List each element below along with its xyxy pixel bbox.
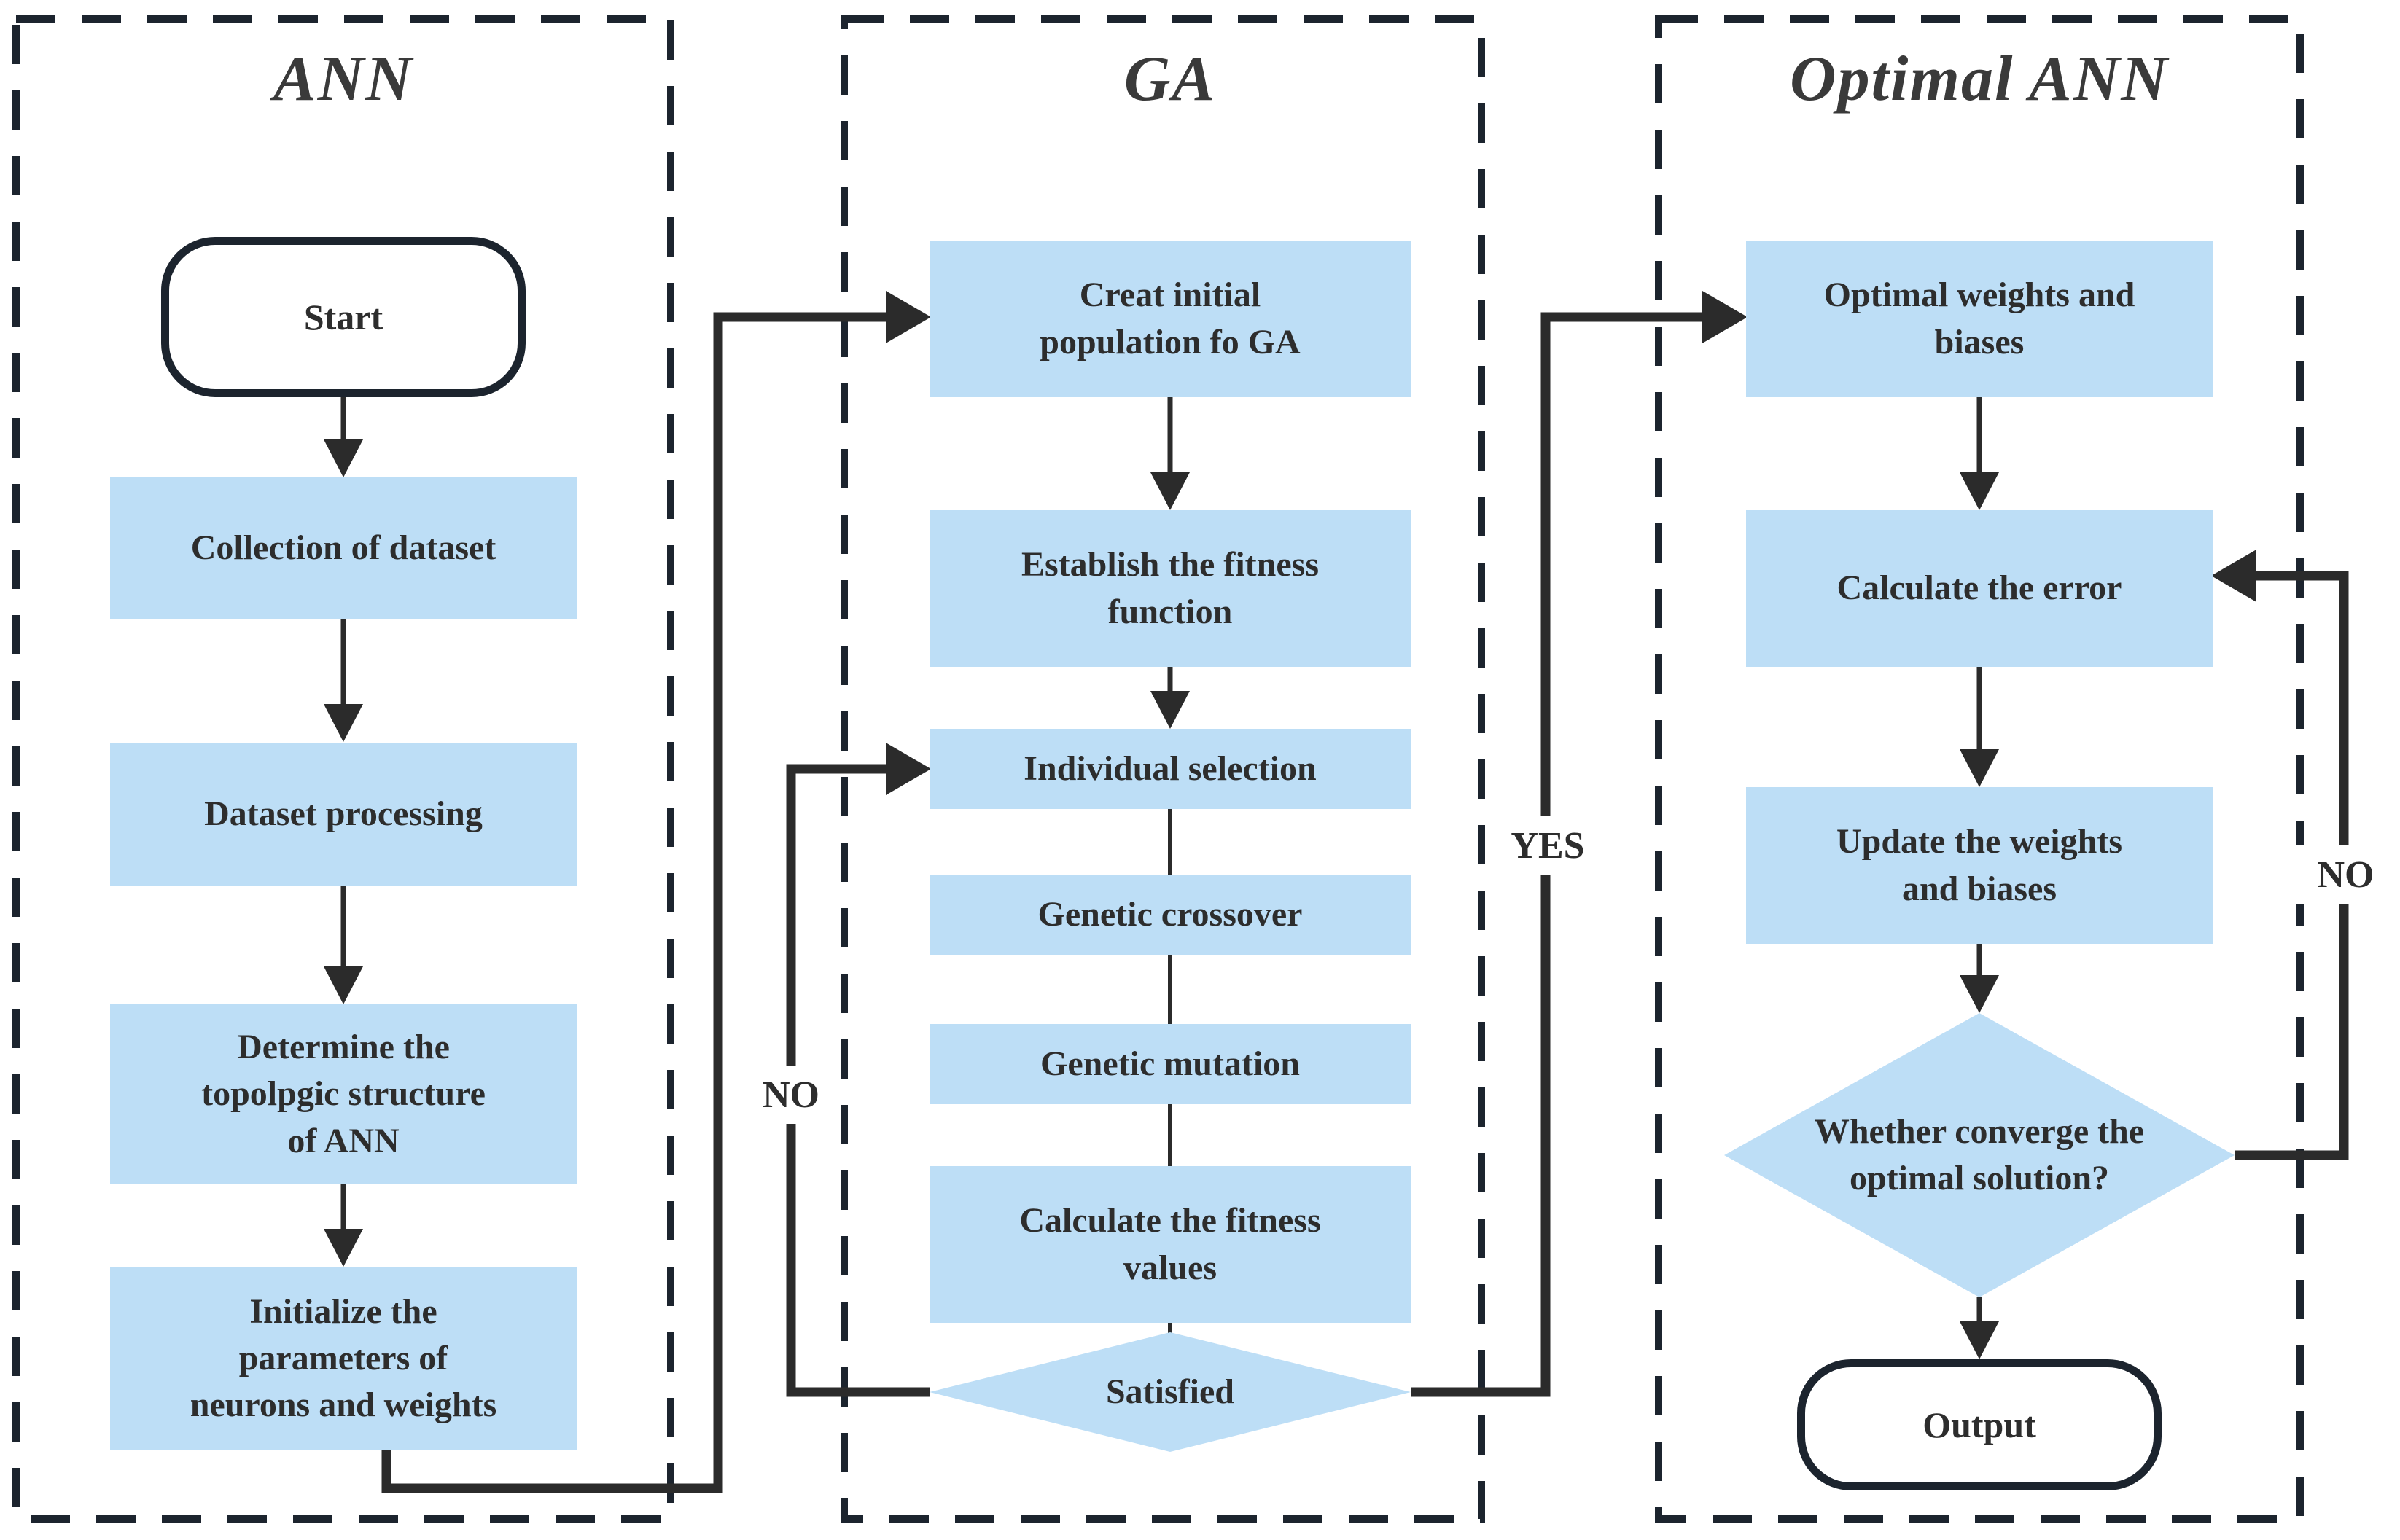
arrow-update-to-converge <box>1960 944 1999 1013</box>
optimal-column-title: Optimal ANN <box>1790 43 2169 114</box>
calculate-error-node: Calculate the error <box>1746 510 2213 667</box>
create-population-node: Creat initial population fo GA <box>930 241 1411 397</box>
output-node: Output <box>1797 1359 2162 1490</box>
converge-diamond <box>1724 1013 2235 1297</box>
arrow-establish-to-selection <box>1150 667 1190 729</box>
yes-label: YES <box>1487 816 1608 875</box>
arrow-create-to-establish <box>1150 397 1190 510</box>
genetic-mutation-node: Genetic mutation <box>930 1024 1411 1104</box>
arrow-process-to-determine <box>324 886 363 1004</box>
collect-dataset-node: Collection of dataset <box>110 477 577 619</box>
no-label-optimal-loop: NO <box>2296 845 2395 904</box>
optimal-weights-node: Optimal weights and biases <box>1746 241 2213 397</box>
satisfied-diamond <box>930 1332 1411 1452</box>
start-node: Start <box>161 237 526 397</box>
genetic-crossover-node: Genetic crossover <box>930 875 1411 955</box>
establish-fitness-node: Establish the fitness function <box>930 510 1411 667</box>
initialize-parameters-node: Initialize the parameters of neurons and… <box>110 1267 577 1450</box>
individual-selection-node: Individual selection <box>930 729 1411 809</box>
calculate-fitness-node: Calculate the fitness values <box>930 1166 1411 1323</box>
ann-group-frame <box>12 15 674 1523</box>
arrow-determine-to-initialize <box>324 1184 363 1267</box>
ga-group-frame <box>841 15 1485 1523</box>
update-weights-node: Update the weights and biases <box>1746 787 2213 944</box>
ann-column-title: ANN <box>273 43 413 114</box>
ga-column-title: GA <box>1123 43 1217 114</box>
arrow-start-to-collect <box>324 397 363 477</box>
converge-decision-label: Whether converge the optimal solution? <box>1814 1111 2145 1197</box>
dataset-processing-node: Dataset processing <box>110 743 577 886</box>
determine-structure-node: Determine the topolpgic structure of ANN <box>110 1004 577 1184</box>
satisfied-decision-label: Satisfied <box>1105 1372 1234 1411</box>
arrow-weights-to-error <box>1960 397 1999 510</box>
no-label-ga-loop: NO <box>745 1066 837 1124</box>
arrow-converge-to-output <box>1960 1297 1999 1359</box>
edge-initialize-to-create <box>381 291 931 1493</box>
arrow-collect-to-process <box>324 619 363 742</box>
arrow-error-to-update <box>1960 667 1999 787</box>
optimal-group-frame <box>1655 15 2304 1523</box>
